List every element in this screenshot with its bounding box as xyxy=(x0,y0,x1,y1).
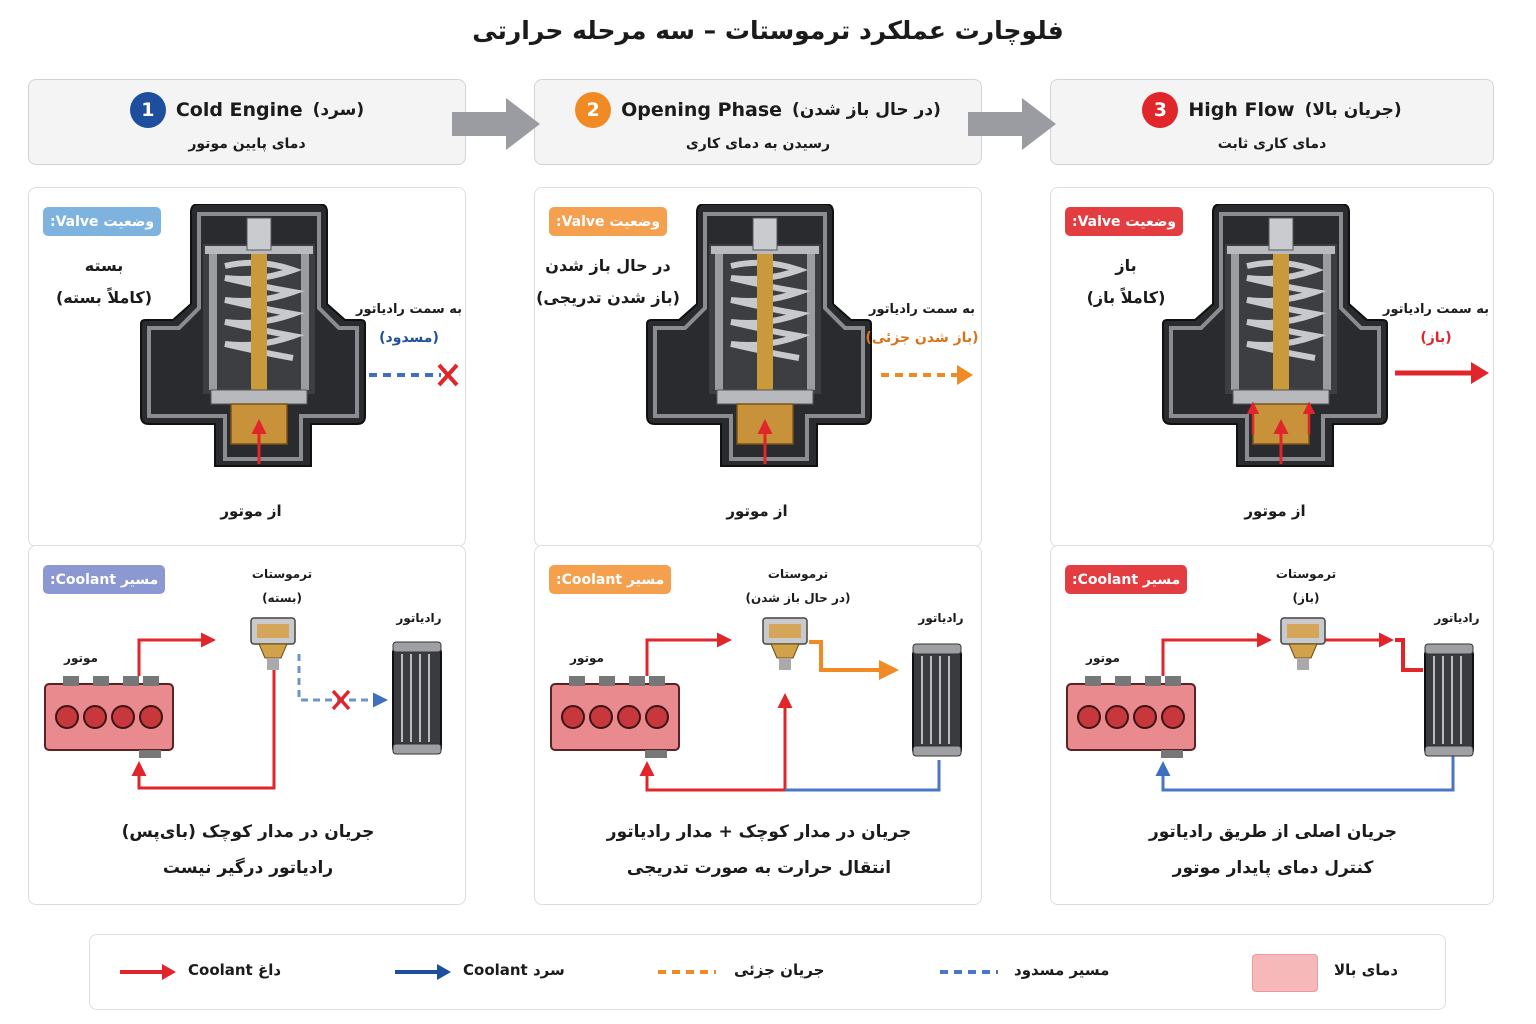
engine-label: موتور xyxy=(64,651,98,665)
phase-name-en: High Flow xyxy=(1188,99,1295,121)
valve-state-detail: (کاملاً بسته) xyxy=(55,288,153,307)
valve-state-label: باز xyxy=(1115,256,1137,275)
flow-arrow-icon xyxy=(452,98,540,150)
valve-state-label: بسته xyxy=(84,256,124,275)
phase-header-cold: 1 Cold Engine (سرد) دمای پایین موتور xyxy=(28,79,466,165)
coolant-path-badge: مسیر Coolant: xyxy=(549,565,672,594)
engine-label: موتور xyxy=(570,651,604,665)
phase-subtitle: دمای کاری ثابت xyxy=(1217,136,1327,152)
hot-coolant-legend-icon xyxy=(120,964,176,980)
thermostat-label: ترموستات xyxy=(251,567,313,581)
caption-line-2: انتقال حرارت به صورت تدریجی xyxy=(626,858,892,878)
blocked-flow-arrow xyxy=(369,363,459,387)
phase-number-badge: 3 xyxy=(1142,92,1179,128)
legend-hot-label: داغ Coolant xyxy=(188,961,282,979)
thermostat-cutaway-icon xyxy=(1155,204,1395,474)
partial-flow-arrow xyxy=(881,365,973,385)
caption: جریان در مدار کوچک + مدار رادیاتور انتقا… xyxy=(559,814,959,886)
coolant-path-card-cold: مسیر Coolant: ترموستات (بسته) رادیاتور م… xyxy=(28,545,466,905)
valve-state-card-high-flow: وضعیت Valve: باز (کاملاً باز) به سمت راد… xyxy=(1050,187,1494,547)
valve-status-badge: وضعیت Valve: xyxy=(549,207,668,236)
phase-name-fa: (در حال باز شدن) xyxy=(792,100,941,120)
caption: جریان اصلی از طریق رادیاتور کنترل دمای پ… xyxy=(1073,814,1473,886)
to-radiator-label: به سمت رادیاتور xyxy=(1383,302,1489,317)
coolant-path-card-opening: مسیر Coolant: ترموستات (در حال باز شدن) … xyxy=(534,545,982,905)
valve-status-badge: وضعیت Valve: xyxy=(43,207,162,236)
radiator-status-label: (مسدود) xyxy=(379,330,439,346)
phase-number-badge: 2 xyxy=(575,92,612,128)
phase-name-fa: (جریان بالا) xyxy=(1304,100,1402,120)
engine-label: موتور xyxy=(1086,651,1120,665)
legend: داغ Coolant سرد Coolant جریان جزئی مسیر … xyxy=(89,934,1446,1010)
phase-name-en: Opening Phase xyxy=(621,99,783,121)
high-temp-swatch xyxy=(1252,954,1318,992)
radiator-status-label: (باز) xyxy=(1420,330,1452,346)
caption-line-2: کنترل دمای پایدار موتور xyxy=(1172,858,1374,878)
from-engine-label: از موتور xyxy=(1244,502,1306,520)
to-radiator-label: به سمت رادیاتور xyxy=(356,302,462,317)
from-engine-label: از موتور xyxy=(726,502,788,520)
phase-subtitle: رسیدن به دمای کاری xyxy=(685,136,831,152)
legend-cold-label: سرد Coolant xyxy=(463,961,565,979)
thermostat-state-label: (بسته) xyxy=(262,591,302,605)
coolant-circuit-diagram xyxy=(550,617,962,792)
radiator-status-label: (باز شدن جزئی) xyxy=(865,330,979,346)
thermostat-cutaway-icon xyxy=(639,204,879,474)
valve-state-detail: (کاملاً باز) xyxy=(1086,288,1166,307)
cold-coolant-legend-icon xyxy=(395,964,451,980)
caption-line-1: جریان اصلی از طریق رادیاتور xyxy=(1148,822,1397,842)
from-engine-label: از موتور xyxy=(220,502,282,520)
caption-line-2: رادیاتور درگیر نیست xyxy=(162,858,334,878)
to-radiator-label: به سمت رادیاتور xyxy=(869,302,975,317)
thermostat-state-label: (در حال باز شدن) xyxy=(745,591,851,605)
legend-blocked-label: مسیر مسدود xyxy=(1014,961,1110,979)
blocked-x-icon xyxy=(331,689,351,711)
flow-arrow-icon xyxy=(968,98,1056,150)
phase-header-opening: 2 Opening Phase (در حال باز شدن) رسیدن ب… xyxy=(534,79,982,165)
thermostat-cutaway-icon xyxy=(133,204,373,474)
caption-line-1: جریان در مدار کوچک + مدار رادیاتور xyxy=(606,822,912,842)
valve-status-badge: وضعیت Valve: xyxy=(1065,207,1184,236)
coolant-path-card-high-flow: مسیر Coolant: ترموستات (باز) رادیاتور مو… xyxy=(1050,545,1494,905)
coolant-circuit-diagram xyxy=(1066,617,1474,792)
legend-high-temp-label: دمای بالا xyxy=(1334,961,1399,979)
coolant-path-badge: مسیر Coolant: xyxy=(1065,565,1188,594)
valve-state-label: در حال باز شدن xyxy=(545,256,671,275)
phase-subtitle: دمای پایین موتور xyxy=(188,136,306,152)
valve-state-detail: (باز شدن تدریجی) xyxy=(536,288,680,307)
thermostat-label: ترموستات xyxy=(1275,567,1337,581)
radiator-label: رادیاتور xyxy=(918,611,964,625)
radiator-label: رادیاتور xyxy=(396,611,442,625)
page-title: فلوچارت عملکرد ترموستات – سه مرحله حرارت… xyxy=(472,16,1064,45)
thermostat-label: ترموستات xyxy=(767,567,829,581)
thermostat-state-label: (باز) xyxy=(1292,591,1320,605)
phase-name-en: Cold Engine xyxy=(175,99,303,121)
phase-number-badge: 1 xyxy=(129,92,166,128)
coolant-path-badge: مسیر Coolant: xyxy=(43,565,166,594)
radiator-label: رادیاتور xyxy=(1434,611,1480,625)
blocked-path-legend-icon xyxy=(940,970,998,974)
caption: جریان در مدار کوچک (بای‌پس) رادیاتور درگ… xyxy=(48,814,448,886)
valve-state-card-opening: وضعیت Valve: در حال باز شدن (باز شدن تدر… xyxy=(534,187,982,547)
partial-flow-legend-icon xyxy=(658,970,716,974)
blocked-x-icon xyxy=(437,363,459,387)
coolant-circuit-diagram xyxy=(44,617,442,790)
valve-state-card-cold: وضعیت Valve: بسته (کاملاً بسته) به سمت ر… xyxy=(28,187,466,547)
legend-partial-label: جریان جزئی xyxy=(734,961,825,979)
caption-line-1: جریان در مدار کوچک (بای‌پس) xyxy=(121,822,375,842)
phase-name-fa: (سرد) xyxy=(312,100,365,120)
hot-flow-arrow xyxy=(1395,362,1489,384)
phase-header-high-flow: 3 High Flow (جریان بالا) دمای کاری ثابت xyxy=(1050,79,1494,165)
